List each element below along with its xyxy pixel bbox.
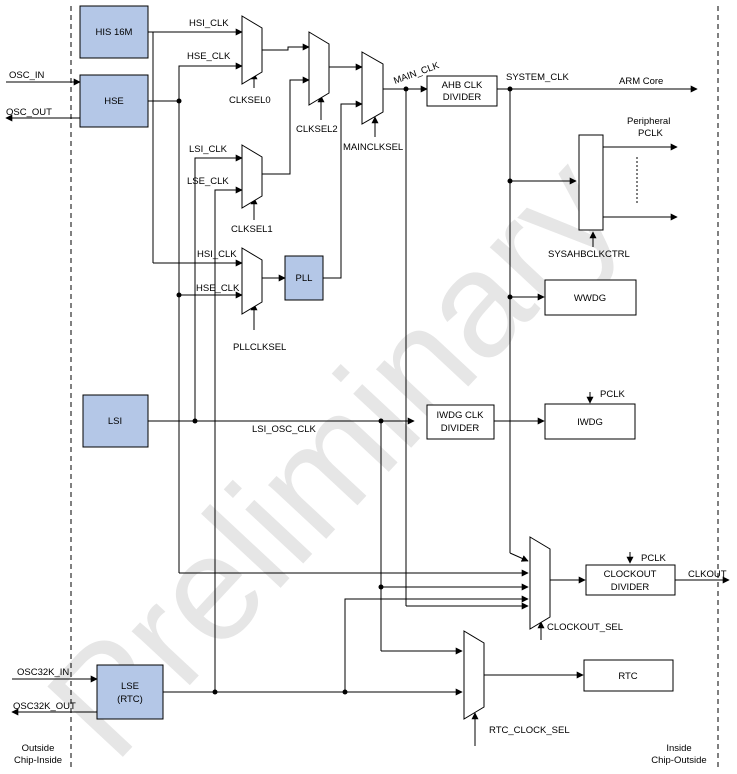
ahb-divider-label-2: DIVIDER	[443, 92, 482, 103]
clksel1-label: CLKSEL1	[231, 224, 273, 235]
osc-out-label: OSC_OUT	[6, 107, 52, 118]
osc32k-in-label: OSC32K_IN	[17, 667, 69, 678]
hse-block	[79, 74, 149, 128]
hse-clk-label-2: HSE_CLK	[196, 283, 240, 294]
clksel2-mux	[308, 31, 330, 106]
lse-sub-label: (RTC)	[117, 694, 143, 705]
pll-block	[284, 255, 324, 301]
iwdg-clk-divider-block	[426, 404, 495, 440]
wwdg-block	[544, 279, 637, 316]
inside-label: Inside	[666, 743, 691, 754]
clksel0-label: CLKSEL0	[229, 95, 271, 106]
osc32k-out-label: OSC32K_OUT	[13, 701, 76, 712]
his16m-block	[79, 5, 149, 59]
rtc-label: RTC	[618, 671, 637, 682]
clksel1-mux	[241, 144, 263, 209]
pll-label: PLL	[296, 273, 313, 284]
ahb-clk-divider-block	[426, 75, 498, 107]
iwdg-divider-label-1: IWDG CLK	[437, 410, 485, 421]
junction-dots	[176, 86, 513, 695]
wires	[5, 28, 730, 746]
mainclksel-mux	[361, 51, 384, 125]
rtc-clock-sel-label: RTC_CLOCK_SEL	[489, 725, 570, 736]
lse-label: LSE	[121, 681, 139, 692]
pllclksel-label: PLLCLKSEL	[233, 342, 286, 353]
clkout-label: CLKOUT	[688, 569, 727, 580]
his16m-label: HIS 16M	[96, 27, 133, 38]
lsi-block	[82, 394, 149, 448]
pllclksel-mux	[241, 247, 263, 315]
clockout-divider-label-1: CLOCKOUT	[604, 569, 657, 580]
clockout-sel-label: CLOCKOUT_SEL	[547, 622, 623, 633]
osc-in-label: OSC_IN	[9, 70, 45, 81]
arm-core-label: ARM Core	[619, 76, 663, 87]
clockout-divider-block	[585, 564, 676, 596]
clockout-divider-label-2: DIVIDER	[611, 582, 650, 593]
lsi-osc-clk-label: LSI_OSC_CLK	[252, 424, 317, 435]
sysahbclkctrl-label: SYSAHBCLKCTRL	[548, 249, 630, 260]
rtc-clock-sel-mux	[463, 630, 485, 720]
lse-block	[96, 664, 164, 720]
system-clk-label: SYSTEM_CLK	[506, 72, 569, 83]
hsi-clk-label-1: HSI_CLK	[189, 18, 229, 29]
chip-outside-label: Chip-Outside	[651, 755, 706, 766]
hsi-clk-label-2: HSI_CLK	[197, 249, 237, 260]
peripheral-label-2: PCLK	[638, 128, 663, 139]
iwdg-label: IWDG	[577, 417, 603, 428]
lse-clk-label: LSE_CLK	[187, 176, 229, 187]
clksel2-label: CLKSEL2	[296, 124, 338, 135]
hse-clk-label-1: HSE_CLK	[187, 51, 231, 62]
peripheral-label-1: Peripheral	[627, 116, 670, 127]
rtc-block	[583, 659, 674, 692]
pclk-clkout-label: PCLK	[641, 553, 666, 564]
iwdg-divider-label-2: DIVIDER	[441, 423, 480, 434]
chip-inside-label: Chip-Inside	[14, 755, 62, 766]
sysahbclkctrl-block	[578, 134, 604, 231]
ahb-divider-label-1: AHB CLK	[442, 80, 483, 91]
clksel0-mux	[241, 15, 263, 85]
pclk-iwdg-label: PCLK	[600, 389, 625, 400]
lsi-label: LSI	[108, 416, 122, 427]
wwdg-label: WWDG	[574, 293, 606, 304]
outside-label: Outside	[22, 743, 55, 754]
lsi-clk-label: LSI_CLK	[189, 144, 228, 155]
clockout-sel-mux	[529, 536, 551, 630]
mainclksel-label: MAINCLKSEL	[343, 142, 403, 153]
iwdg-block	[544, 403, 636, 440]
hse-label: HSE	[104, 96, 124, 107]
